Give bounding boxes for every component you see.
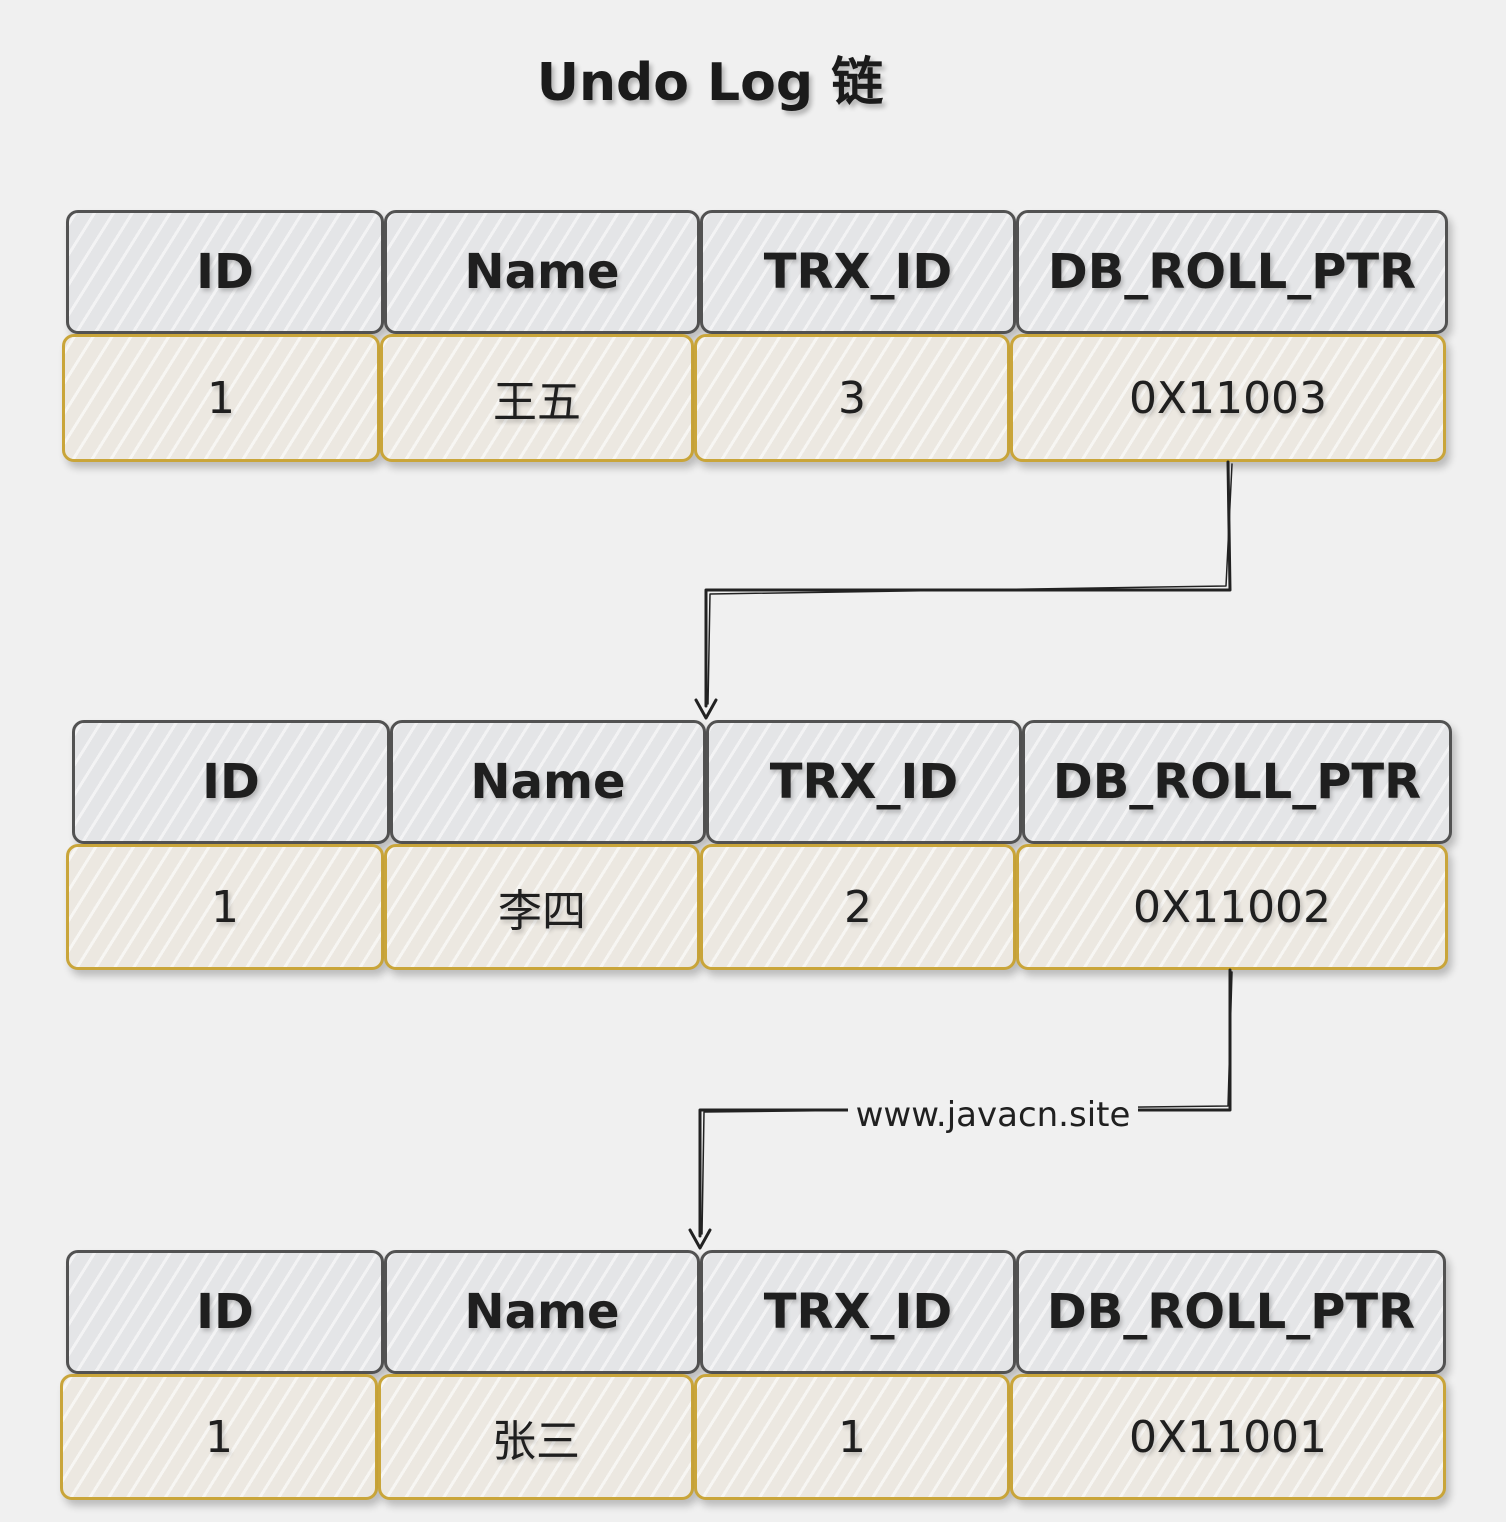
cell-trx-id: 1 bbox=[694, 1374, 1010, 1500]
cell-id: 1 bbox=[62, 334, 380, 462]
cell-id: 1 bbox=[66, 844, 384, 970]
header-db-roll-ptr: DB_ROLL_PTR bbox=[1022, 720, 1452, 844]
header-trx-id: TRX_ID bbox=[700, 210, 1016, 334]
cell-name: 张三 bbox=[378, 1374, 694, 1500]
arrow-head-2 bbox=[688, 1228, 712, 1250]
diagram-title: Undo Log 链 bbox=[536, 53, 884, 113]
cell-id: 1 bbox=[60, 1374, 378, 1500]
cell-db-roll-ptr: 0X11001 bbox=[1010, 1374, 1446, 1500]
header-name: Name bbox=[384, 210, 700, 334]
header-name: Name bbox=[390, 720, 706, 844]
header-id: ID bbox=[66, 1250, 384, 1374]
arrow-connector-1 bbox=[704, 460, 1232, 708]
cell-db-roll-ptr: 0X11003 bbox=[1010, 334, 1446, 462]
cell-db-roll-ptr: 0X11002 bbox=[1016, 844, 1448, 970]
header-db-roll-ptr: DB_ROLL_PTR bbox=[1016, 210, 1448, 334]
cell-trx-id: 3 bbox=[694, 334, 1010, 462]
cell-name: 李四 bbox=[384, 844, 700, 970]
cell-trx-id: 2 bbox=[700, 844, 1016, 970]
header-db-roll-ptr: DB_ROLL_PTR bbox=[1016, 1250, 1446, 1374]
cell-name: 王五 bbox=[380, 334, 694, 462]
header-id: ID bbox=[72, 720, 390, 844]
arrow-connector-1-sketch bbox=[707, 463, 1233, 705]
header-trx-id: TRX_ID bbox=[706, 720, 1022, 844]
header-id: ID bbox=[66, 210, 384, 334]
connector-label: www.javacn.site bbox=[848, 1092, 1138, 1138]
header-trx-id: TRX_ID bbox=[700, 1250, 1016, 1374]
header-name: Name bbox=[384, 1250, 700, 1374]
arrow-head-1 bbox=[694, 698, 718, 720]
